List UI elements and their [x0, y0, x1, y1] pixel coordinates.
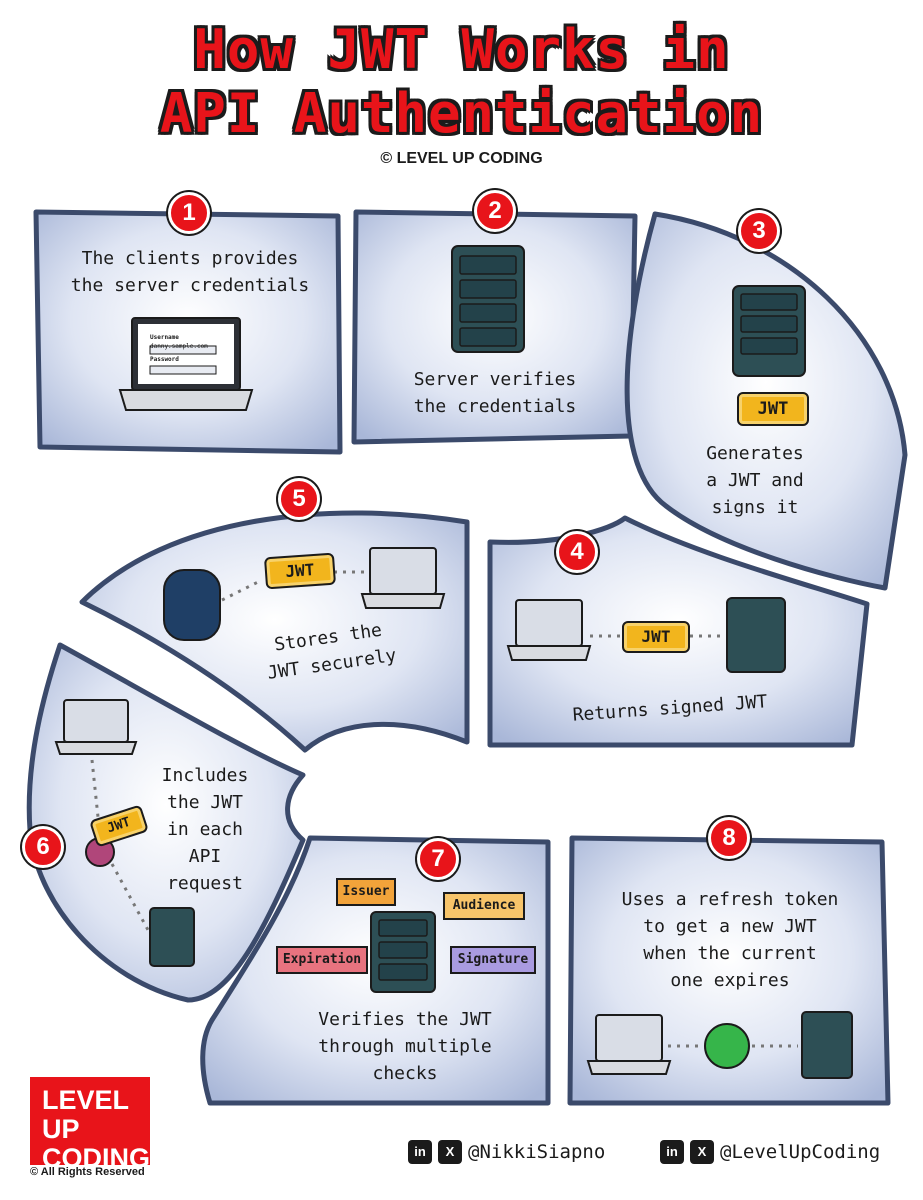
username-label: Username [150, 334, 179, 341]
step-number-2: 2 [474, 190, 516, 232]
social-handle-2[interactable]: in X @LevelUpCoding [660, 1140, 880, 1164]
brand-logo: LEVEL UP CODING [30, 1077, 150, 1173]
brand-line-1: LEVEL UP [42, 1085, 129, 1144]
jwt-token-3: JWT [737, 392, 809, 426]
check-audience: Audience [443, 892, 525, 920]
laptop-5 [369, 547, 437, 595]
server-8 [801, 1011, 853, 1079]
rights-label: © All Rights Reserved [30, 1166, 145, 1178]
x-icon: X [438, 1140, 462, 1164]
handle-1-text: @NikkiSiapno [468, 1141, 606, 1163]
linkedin-icon: in [408, 1140, 432, 1164]
step-8-line-2: to get a new JWT [643, 916, 817, 937]
step-8-line-3: when the current [643, 943, 817, 964]
step-6-line-5: request [167, 873, 243, 894]
copyright-label: © LEVEL UP CODING [380, 150, 543, 167]
step-1-line-1: The clients provides [81, 248, 299, 269]
step-6-line-3: in each [167, 819, 243, 840]
step-3-line-1: Generates [706, 443, 804, 464]
social-handle-1[interactable]: in X @NikkiSiapno [408, 1140, 605, 1164]
step-number-3: 3 [738, 210, 780, 252]
step-6-line-1: Includes [161, 765, 249, 786]
step-number-5: 5 [278, 478, 320, 520]
step-6-line-2: the JWT [167, 792, 243, 813]
step-6-line-4: API [188, 846, 222, 867]
title-line-1: How JWT Works in [193, 18, 730, 81]
step-2-text: Server verifies the credentials [370, 366, 620, 420]
step-7-line-1: Verifies the JWT [318, 1009, 492, 1030]
laptop-4 [515, 599, 583, 647]
step-2-line-2: the credentials [413, 396, 577, 417]
password-label: Password [150, 356, 179, 363]
laptop-8 [595, 1014, 663, 1062]
server-4 [726, 597, 786, 673]
refresh-icon [704, 1023, 750, 1069]
login-form: Username danny.sample.com Password [150, 333, 220, 364]
step-3-text: Generates a JWT and signs it [670, 440, 840, 521]
check-expiration: Expiration [276, 946, 368, 974]
step-3-line-2: a JWT and [706, 470, 804, 491]
step-1-text: The clients provides the server credenti… [60, 245, 320, 299]
title-line-2: API Authentication [159, 82, 764, 145]
step-7-line-2: through multiple [318, 1036, 492, 1057]
step-number-7: 7 [417, 838, 459, 880]
step-2-line-1: Server verifies [413, 369, 577, 390]
step-1-line-2: the server credentials [70, 275, 310, 296]
step-6-text: Includes the JWT in each API request [150, 762, 260, 897]
step-number-4: 4 [556, 531, 598, 573]
jwt-token-4: JWT [622, 621, 690, 653]
brand-line-2: CODING [42, 1143, 150, 1173]
step-8-line-4: one expires [670, 970, 790, 991]
server-6 [149, 907, 195, 967]
username-value: danny.sample.com [150, 343, 208, 350]
step-7-text: Verifies the JWT through multiple checks [280, 1006, 530, 1087]
check-issuer: Issuer [336, 878, 396, 906]
step-3-line-3: signs it [711, 497, 799, 518]
laptop-6 [63, 699, 129, 743]
step-number-6: 6 [22, 826, 64, 868]
database-5 [163, 569, 221, 641]
step-number-1: 1 [168, 192, 210, 234]
laptop-1-base [118, 389, 254, 411]
step-7-line-3: checks [372, 1063, 438, 1084]
step-number-8: 8 [708, 817, 750, 859]
step-8-text: Uses a refresh token to get a new JWT wh… [585, 886, 875, 994]
check-signature: Signature [450, 946, 536, 974]
step-8-line-1: Uses a refresh token [621, 889, 839, 910]
handle-2-text: @LevelUpCoding [720, 1141, 881, 1163]
linkedin-icon: in [660, 1140, 684, 1164]
x-icon: X [690, 1140, 714, 1164]
jwt-token-5: JWT [263, 552, 337, 590]
